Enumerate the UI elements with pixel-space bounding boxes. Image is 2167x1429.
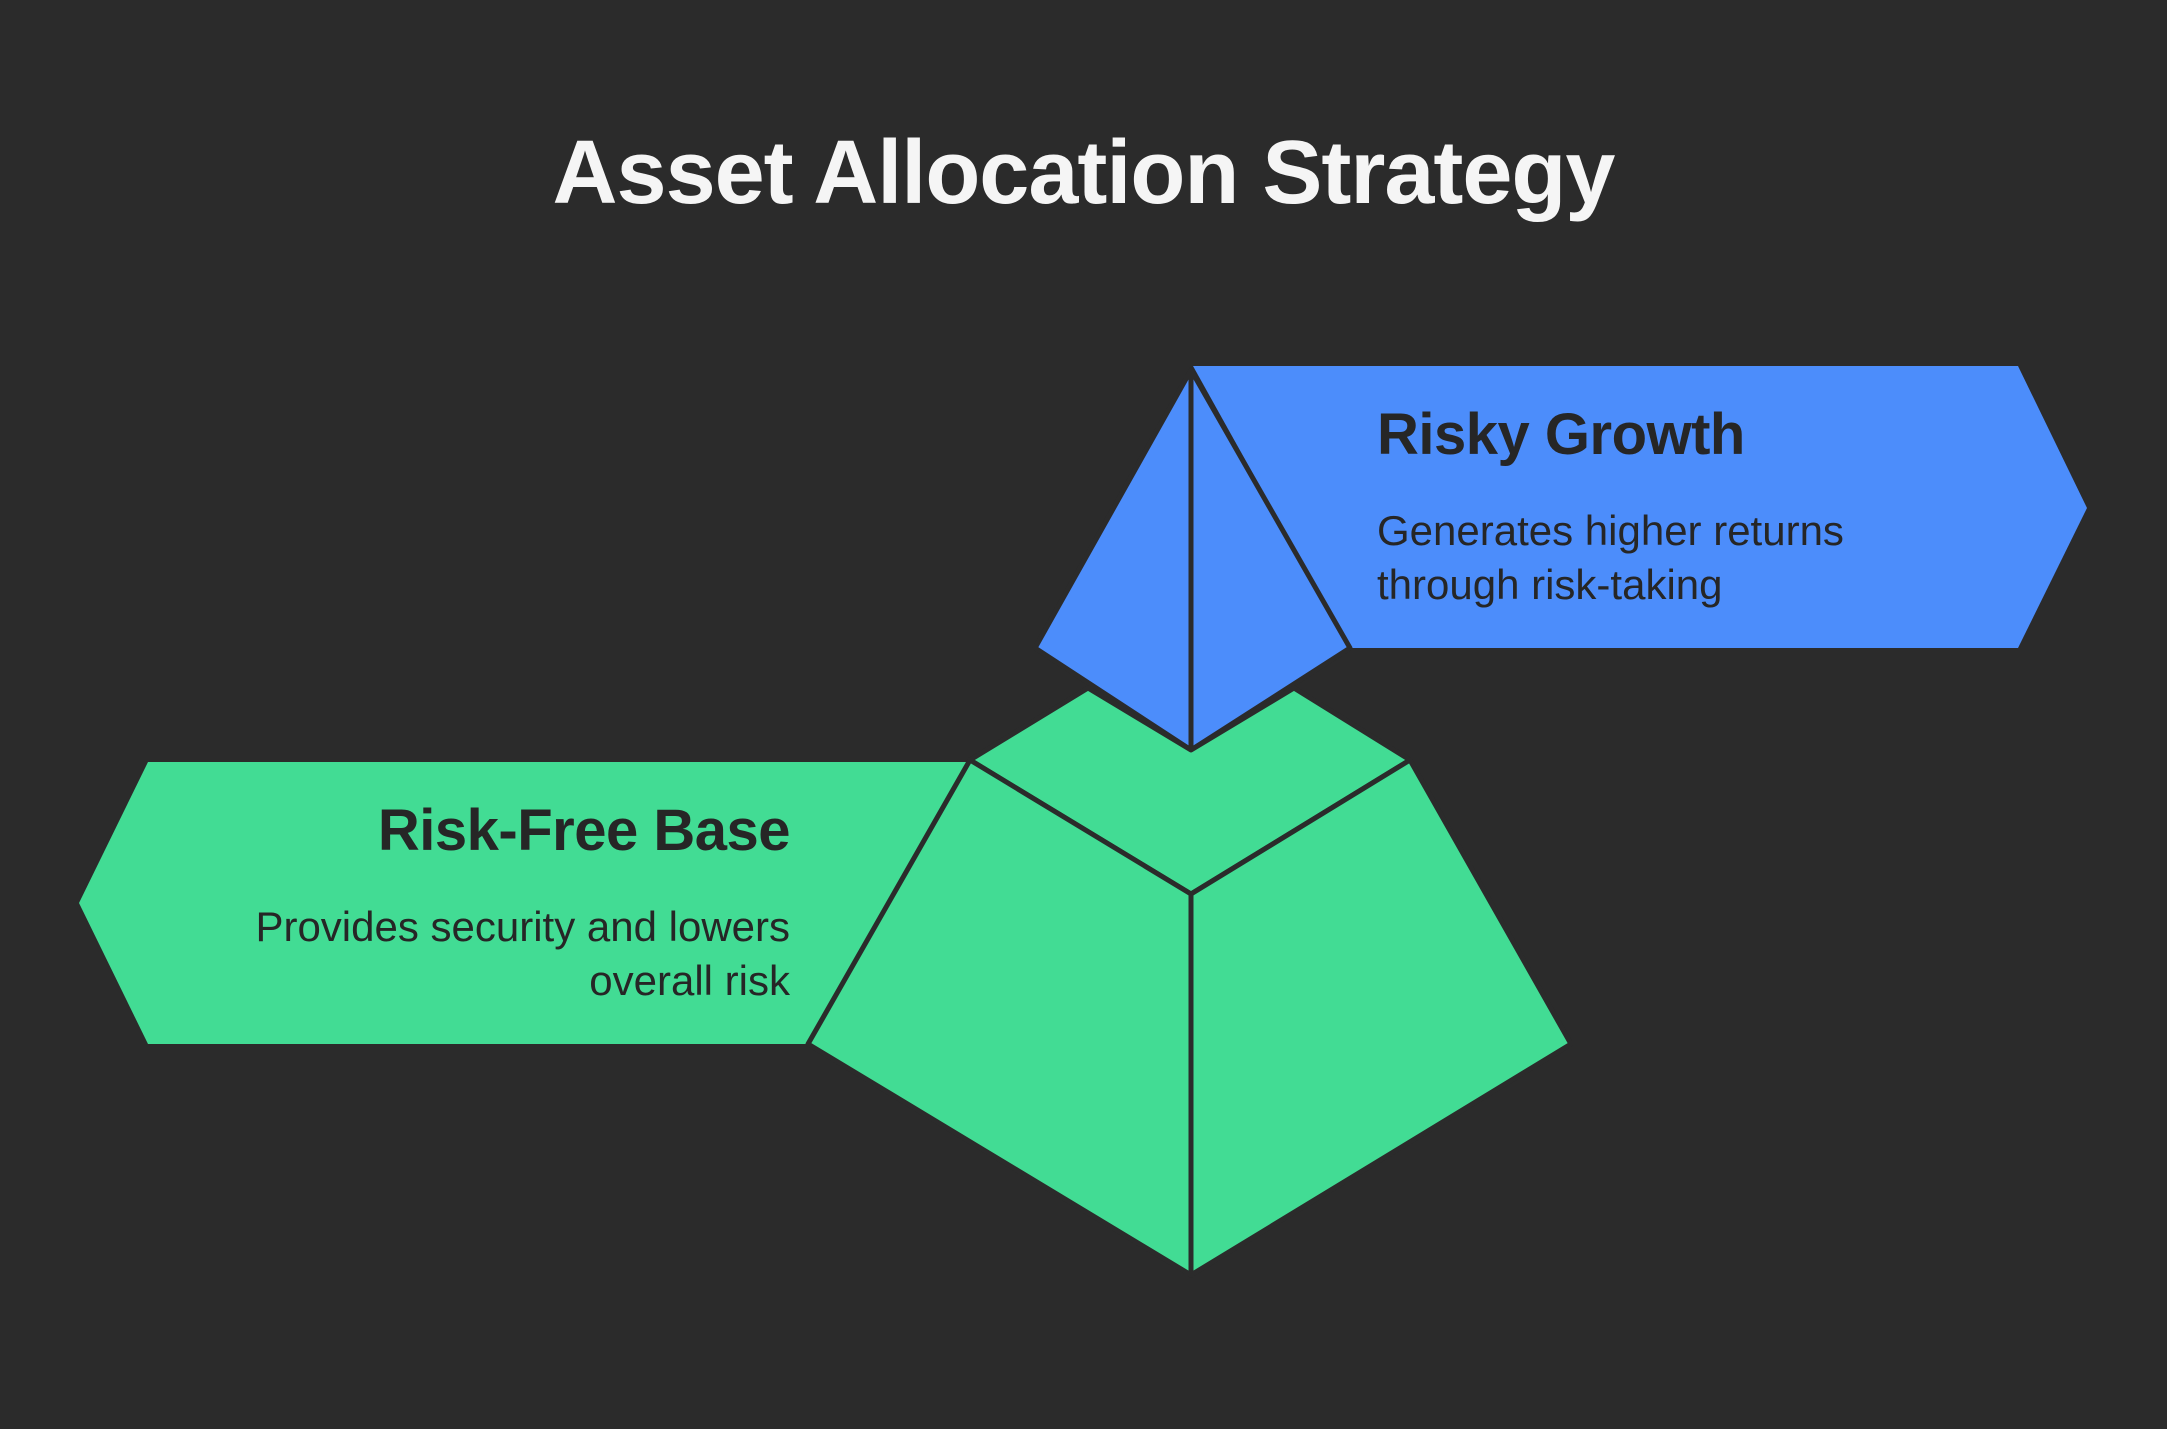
growth-heading: Risky Growth <box>1377 402 1745 467</box>
diagram-title: Asset Allocation Strategy <box>552 123 1616 223</box>
pyramid-base-right-face <box>1188 757 1574 1278</box>
base-description-line: Provides security and lowers <box>255 903 790 950</box>
growth-description-line: Generates higher returns <box>1377 507 1844 554</box>
pyramid-tip-right-face <box>1188 367 1353 753</box>
base-banner <box>79 762 967 1044</box>
growth-description: Generates higher returns through risk-ta… <box>1377 504 1937 612</box>
growth-description-line: through risk-taking <box>1377 561 1723 608</box>
pyramid-tip-left-face <box>1032 367 1194 753</box>
growth-banner <box>1193 366 2087 648</box>
base-heading: Risk-Free Base <box>377 798 791 863</box>
base-label: Risk-Free Base Provides security and low… <box>180 802 790 1008</box>
base-description: Provides security and lowers overall ris… <box>180 900 790 1008</box>
base-description-line: overall risk <box>589 957 790 1004</box>
growth-label: Risky Growth Generates higher returns th… <box>1377 406 1937 612</box>
